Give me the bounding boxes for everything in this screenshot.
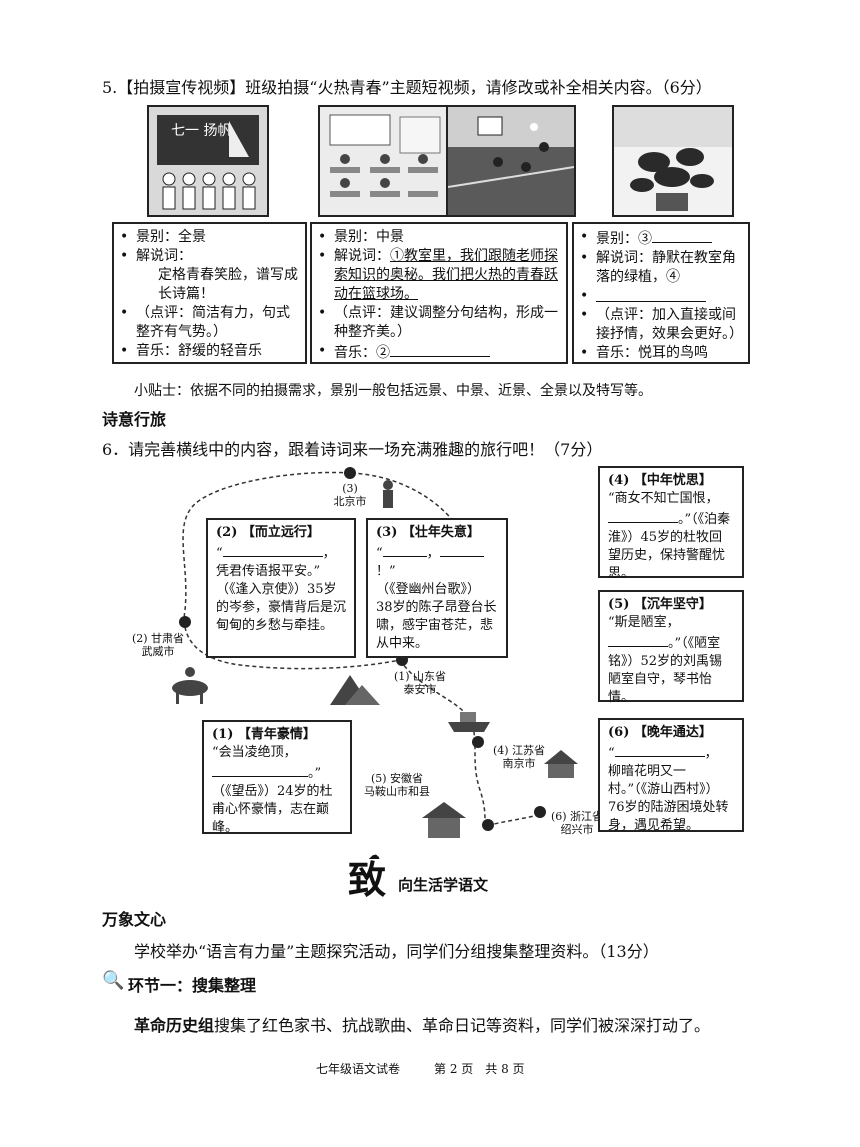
caption-card-2: •景别：中景 •解说词：①教室里，我们跟随老师探索知识的奥秘。我们把火热的青春跃… — [310, 222, 568, 364]
poem-card-2: (2) 【而立远行】 “， 凭君传语报平安。” （《逢入京使》）35岁的岑参，豪… — [206, 518, 356, 658]
comment-text: （点评：简洁有力，句式整齐有气势。） — [136, 305, 290, 340]
scene-label: 景别：全景 — [136, 229, 206, 245]
card-heading: (4) 【中年忧思】 — [608, 473, 712, 488]
answer-blank-4[interactable] — [596, 287, 706, 302]
question-5-title: 5.【拍摄宣传视频】班级拍摄“火热青春”主题短视频，请修改或补全相关内容。（6分… — [102, 78, 712, 97]
step-heading: 环节一：搜集整理 — [128, 976, 257, 995]
card-heading: (5) 【沉年坚守】 — [608, 597, 712, 612]
comment-text: （点评：加入直接或间接抒情，效果会更好。） — [596, 307, 743, 342]
city-label-taian: (1) 山东省 泰安市 — [393, 670, 447, 696]
answer-blank[interactable] — [608, 632, 668, 647]
cloud-icon: ☁ — [368, 848, 380, 862]
card-line: “商女不知亡国恨， — [608, 491, 719, 506]
card-line: “会当凌绝顶， — [212, 745, 297, 760]
city-label-shaoxing: (6) 浙江省 绍兴市 — [550, 810, 604, 836]
group-text: 搜集了红色家书、抗战歌曲、革命日记等资料，同学们被深深打动了。 — [214, 1016, 711, 1035]
tip-text: 小贴士：依据不同的拍摄需求，景别一般包括远景、中景、近景、全景以及特写等。 — [134, 383, 652, 399]
city-label-wuwei: (2) 甘肃省 武威市 — [131, 632, 185, 658]
poem-card-4: (4) 【中年忧思】 “商女不知亡国恨， 。”（《泊秦淮》）45岁的杜牧回望历史… — [598, 466, 744, 581]
banner-big-char: 致 — [348, 857, 387, 902]
narration-text: 静默在教室角落的绿植，④ — [596, 250, 736, 285]
scene-label: 景别：③ — [596, 231, 652, 247]
potted-plant-photo — [612, 105, 734, 217]
group-name: 革命历史组 — [134, 1016, 215, 1035]
card-line: “ — [376, 546, 383, 561]
card-line: “ — [216, 546, 223, 561]
narration-text: 定格青春笑脸，谱写成长诗篇！ — [158, 267, 298, 302]
card-note: 。”（《泊秦淮》）45岁的杜牧回望历史，保持警醒忧思。 — [608, 512, 731, 581]
narration-label: 解说词： — [334, 248, 390, 264]
answer-blank[interactable] — [614, 742, 705, 757]
card-heading: (2) 【而立远行】 — [216, 525, 320, 540]
narration-text: ①教室里，我们跟随老师探索知识的奥秘。我们把火热的青春跃动在篮球场。 — [334, 248, 558, 302]
answer-blank[interactable] — [212, 762, 308, 777]
section-heading-poetry: 诗意行旅 — [102, 410, 167, 429]
answer-blank[interactable] — [222, 542, 323, 557]
answer-blank-3[interactable] — [652, 228, 712, 243]
section-heading-wenxin: 万象文心 — [102, 910, 167, 929]
card-line: “ — [608, 746, 615, 761]
city-label-hexian: (5) 安徽省 马鞍山市和县 — [364, 772, 430, 798]
poem-card-6: (6) 【晚年通达】 “， 柳暗花明又一村。”（《游山西村》）76岁的陆游困境处… — [598, 718, 744, 833]
classroom-photo — [318, 105, 450, 217]
basketball-court-photo — [446, 105, 576, 217]
card-note: （《望岳》）24岁的杜甫心怀豪情，志在巅峰。 — [212, 784, 333, 835]
card-note: （《逢入京使》）35岁的岑参，豪情背后是沉甸甸的乡愁与牵挂。 — [216, 582, 347, 633]
question-6-title: 6．请完善横线中的内容，跟着诗词来一场充满雅趣的旅行吧！（7分） — [102, 440, 603, 459]
card-note: 。”（《陋室铭》）52岁的刘禹锡陋室自守，琴书怡情。 — [608, 636, 723, 705]
card-heading: (6) 【晚年通达】 — [608, 725, 712, 740]
poem-card-5: (5) 【沉年坚守】 “斯是陋室， 。”（《陋室铭》）52岁的刘禹锡陋室自守，琴… — [598, 590, 744, 705]
music-label: 音乐：舒缓的轻音乐 — [136, 343, 262, 359]
activity-intro: 学校举办“语言有力量”主题探究活动，同学们分组搜集整理资料。（13分） — [134, 942, 659, 961]
narration-label: 解说词： — [596, 250, 652, 266]
answer-blank[interactable] — [439, 542, 484, 557]
comment-text: （点评：建议调整分句结构，形成一种整齐美。） — [334, 305, 558, 340]
card-note: 柳暗花明又一村。”（《游山西村》）76岁的陆游困境处转身，遇见希望。 — [608, 764, 729, 833]
card-line: “斯是陋室， — [608, 615, 680, 630]
poem-card-1: (1) 【青年豪情】 “会当凌绝顶， 。” （《望岳》）24岁的杜甫心怀豪情，志… — [202, 720, 352, 835]
card-line: 凭君传语报平安。” — [216, 564, 321, 579]
card-heading: (3) 【壮年失意】 — [376, 525, 480, 540]
footer-exam-title: 七年级语文试卷 — [316, 1062, 401, 1076]
board-text: 七一 扬帆 — [171, 123, 231, 139]
banner-subtitle: 向生活学语文 — [398, 876, 489, 894]
magnifier-icon: 🔍 — [102, 970, 125, 991]
music-label: 音乐：悦耳的鸟鸣 — [596, 345, 708, 361]
group-description: 革命历史组搜集了红色家书、抗战歌曲、革命日记等资料，同学们被深深打动了。 — [134, 1012, 710, 1036]
music-label: 音乐：② — [334, 345, 390, 361]
card-heading: (1) 【青年豪情】 — [212, 727, 316, 742]
card-note: 38岁的陈子昂登台长啸，感宇宙苍茫，悲从中来。 — [376, 600, 497, 651]
card-line: 。” — [308, 766, 322, 781]
answer-blank[interactable] — [382, 542, 427, 557]
city-label-beijing: (3) 北京市 — [333, 482, 367, 508]
caption-card-1: •景别：全景 •解说词： 定格青春笑脸，谱写成长诗篇！ •（点评：简洁有力，句式… — [112, 222, 307, 364]
answer-blank-2[interactable] — [390, 342, 490, 357]
footer-page-number: 第 2 页 共 8 页 — [434, 1062, 525, 1076]
scene-label: 景别：中景 — [334, 229, 404, 245]
narration-label: 解说词： — [136, 248, 192, 264]
answer-blank[interactable] — [608, 508, 678, 523]
poem-card-3: (3) 【壮年失意】 “，！” （《登幽州台歌》） 38岁的陈子昂登台长啸，感宇… — [366, 518, 508, 658]
caption-card-3: •景别：③ •解说词：静默在教室角落的绿植，④ • •（点评：加入直接或间接抒情… — [572, 222, 750, 364]
flag-raising-photo: 七一 扬帆 — [147, 105, 269, 217]
city-label-nanjing: (4) 江苏省 南京市 — [492, 744, 546, 770]
card-line: （《登幽州台歌》） — [376, 582, 481, 597]
